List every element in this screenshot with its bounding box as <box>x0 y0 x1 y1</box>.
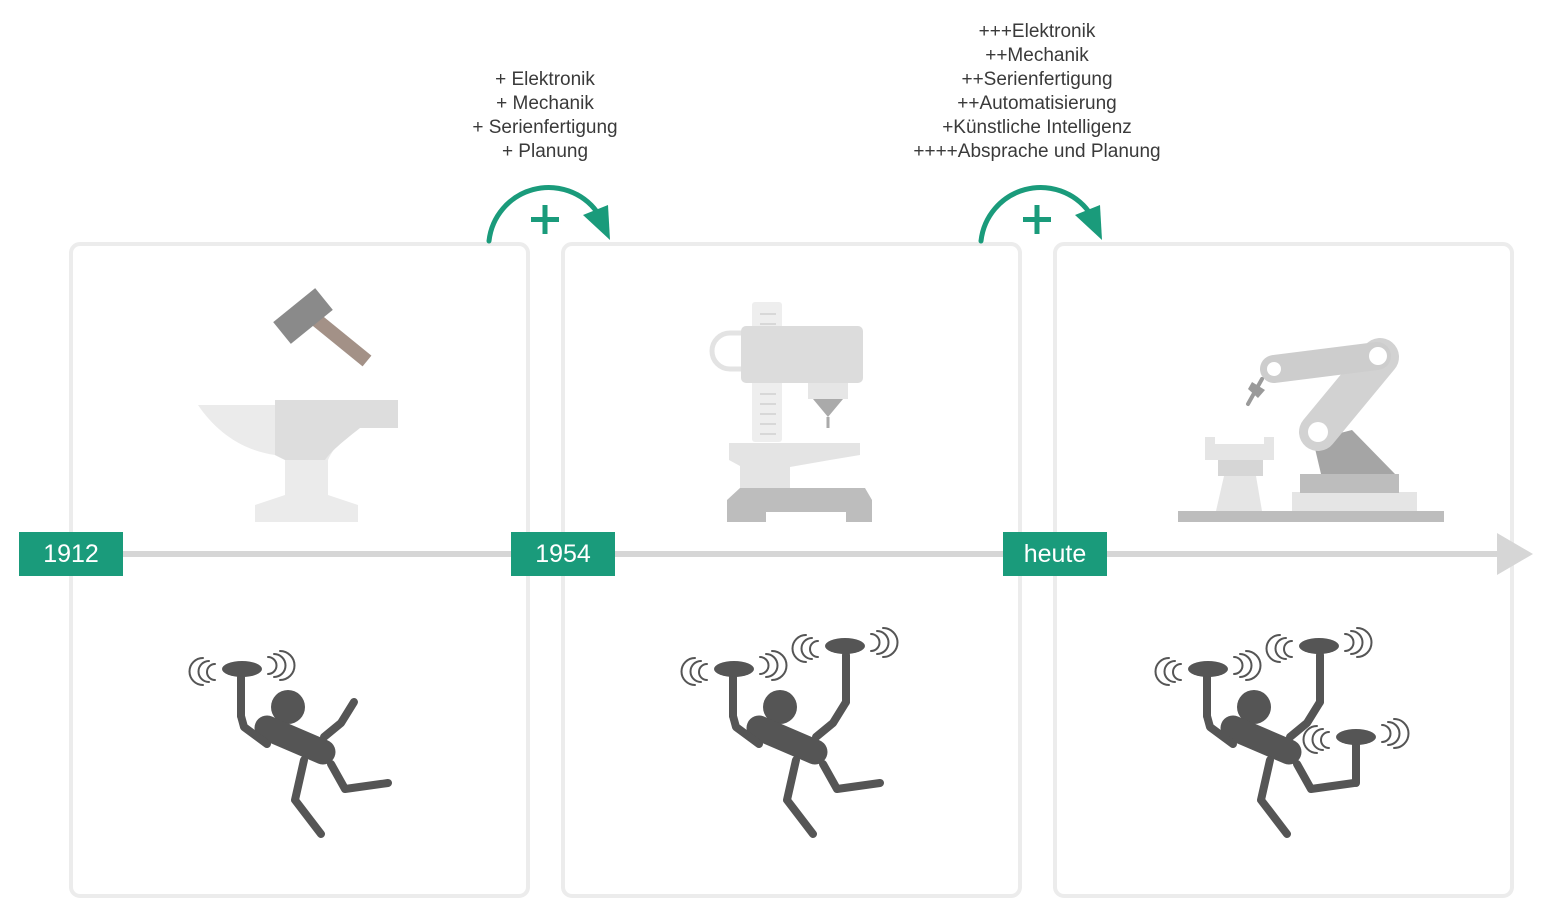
addition-item: + Serienfertigung <box>472 117 618 138</box>
transition-2-additions: +++Elektronik ++Mechanik ++Serienfertigu… <box>887 20 1187 164</box>
transition-arrow-icon <box>486 185 610 244</box>
worker-juggling-three-plates-icon <box>1154 627 1410 838</box>
timeline-label-1912: 1912 <box>19 532 123 576</box>
robot-arm-icon <box>1178 338 1444 522</box>
addition-item: +Künstliche Intelligenz <box>942 117 1132 138</box>
drill-press-icon <box>709 302 872 522</box>
addition-item: + Mechanik <box>496 93 594 114</box>
timeline-axis <box>100 533 1533 575</box>
addition-item: ++Mechanik <box>985 45 1089 66</box>
addition-item: +++Elektronik <box>978 21 1096 42</box>
panel-3 <box>1053 242 1514 898</box>
addition-item: + Planung <box>501 141 589 162</box>
timeline-label-1954: 1954 <box>511 532 615 576</box>
transition-1-additions: + Elektronik + Mechanik + Serienfertigun… <box>445 68 645 164</box>
addition-item: ++++Absprache und Planung <box>913 141 1161 162</box>
worker-juggling-one-plate-icon <box>188 650 392 838</box>
addition-item: + Elektronik <box>495 69 595 90</box>
timeline-label-heute: heute <box>1003 532 1107 576</box>
hammer-anvil-icon <box>198 288 398 522</box>
worker-juggling-two-plates-icon <box>680 627 899 838</box>
addition-item: ++Serienfertigung <box>961 69 1113 90</box>
addition-item: ++Automatisierung <box>957 93 1117 114</box>
timeline-arrowhead-icon <box>1497 533 1533 575</box>
transition-arrow-icon <box>978 185 1102 244</box>
